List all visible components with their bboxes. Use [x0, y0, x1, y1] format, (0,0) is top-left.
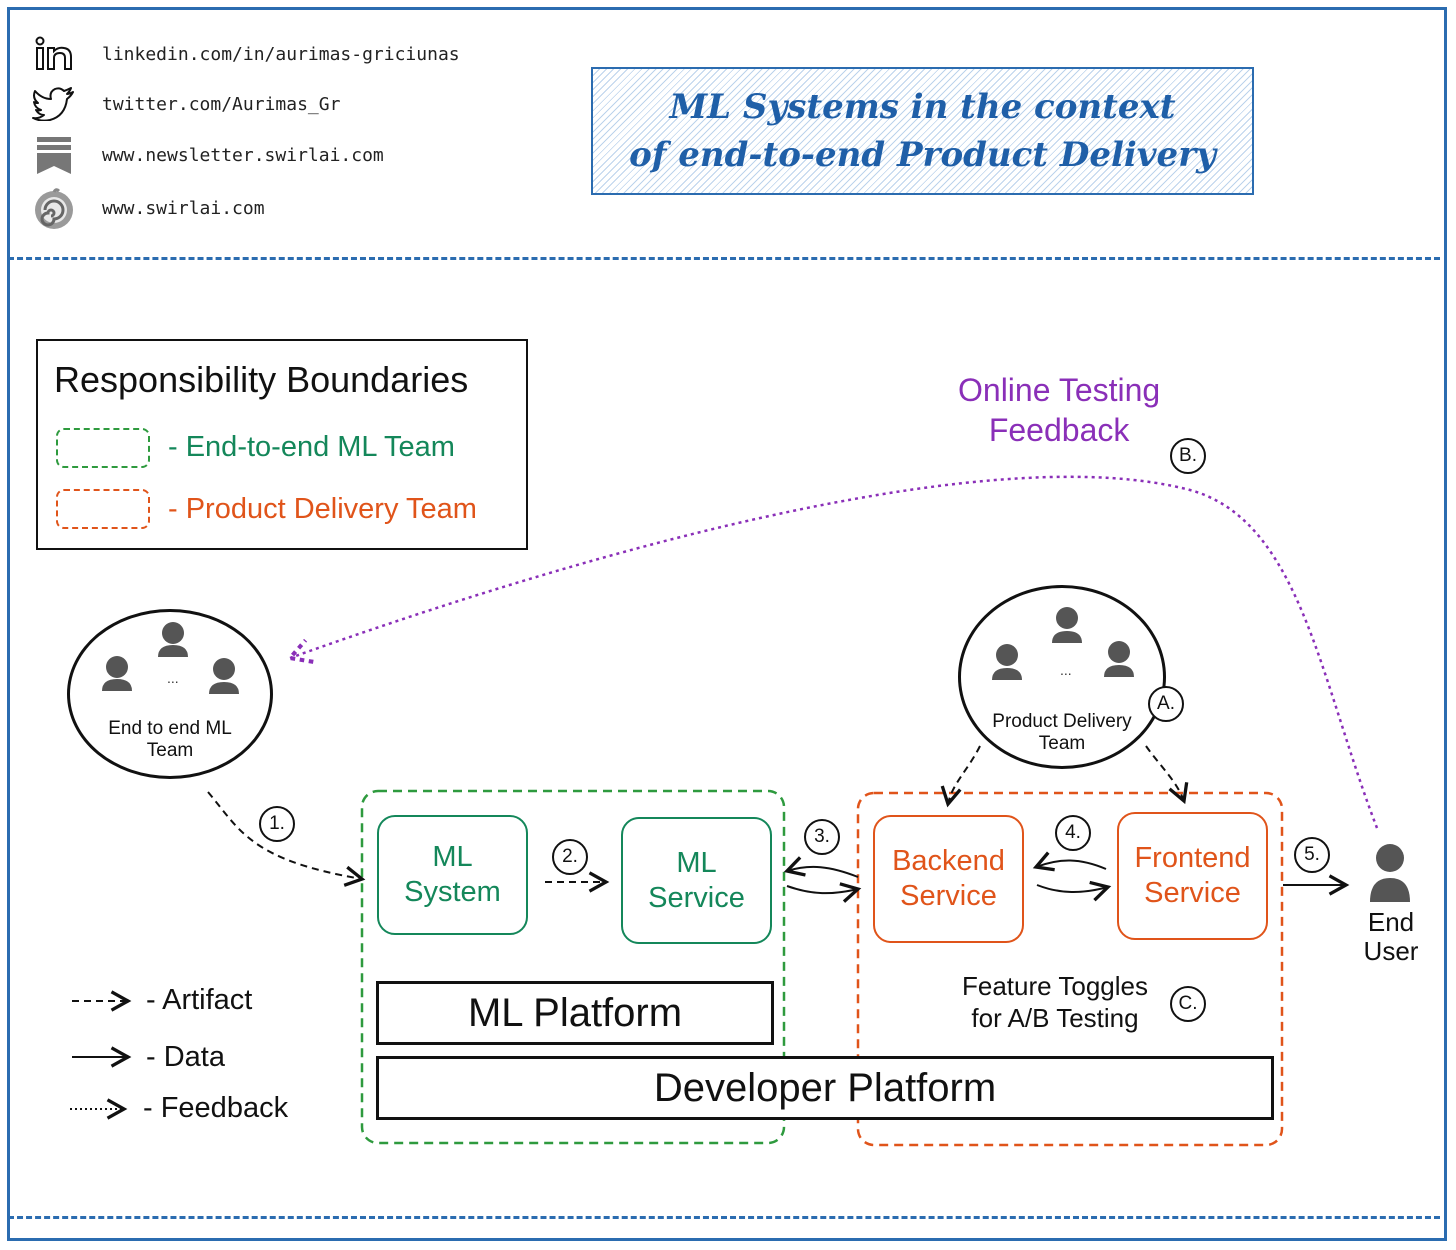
- person-icon: [992, 644, 1022, 680]
- responsibility-legend: Responsibility Boundaries - End-to-end M…: [36, 339, 528, 550]
- end-user-icon: [1370, 844, 1410, 902]
- newsletter-row[interactable]: www.newsletter.swirlai.com: [30, 135, 384, 175]
- marker-1: 1.: [259, 806, 295, 842]
- swirl-logo-icon: [30, 188, 78, 229]
- person-icon: [102, 656, 132, 691]
- ml-team-circle: ... End to end ML Team: [67, 609, 273, 779]
- linkedin-icon: [30, 34, 78, 74]
- marker-a: A.: [1148, 686, 1184, 722]
- ml-team-boundary: [360, 789, 786, 1145]
- backend-service-box: Backend Service: [873, 815, 1024, 943]
- ml-team-name: End to end ML Team: [108, 718, 232, 761]
- artifact-arrow-1: [207, 791, 366, 887]
- online-feedback-label: Online Testing Feedback: [958, 372, 1161, 448]
- legend-product-team: - Product Delivery Team: [168, 493, 477, 525]
- twitter-link[interactable]: twitter.com/Aurimas_Gr: [102, 93, 341, 115]
- twitter-row[interactable]: twitter.com/Aurimas_Gr: [30, 84, 340, 124]
- title-line-2: of end-to-end Product Delivery: [629, 135, 1216, 175]
- legend-ml-team: - End-to-end ML Team: [168, 431, 455, 463]
- ml-platform: ML Platform: [376, 981, 774, 1045]
- artifact-arrow-a-frontend: [1145, 745, 1189, 805]
- header-divider: [8, 257, 1440, 260]
- marker-2: 2.: [552, 839, 588, 875]
- linkedin-link[interactable]: linkedin.com/in/aurimas-griciunas: [102, 43, 460, 65]
- legend-title: Responsibility Boundaries: [54, 359, 469, 400]
- artifact-arrow-a-backend: [940, 745, 981, 808]
- feature-toggles-label: Feature Toggles for A/B Testing: [962, 971, 1148, 1033]
- website-link[interactable]: www.swirlai.com: [102, 197, 265, 219]
- online-feedback-arrow: [290, 475, 1379, 829]
- data-arrow-3b: [786, 882, 862, 903]
- data-arrow-3a: [783, 856, 859, 878]
- twitter-icon: [30, 84, 78, 124]
- ml-system-box: ML System: [377, 815, 528, 935]
- frontend-service-box: Frontend Service: [1117, 812, 1268, 940]
- data-arrow-4b: [1036, 880, 1112, 902]
- product-team-name: Product Delivery Team: [992, 711, 1132, 754]
- person-icon: [158, 622, 188, 657]
- person-icon: [1104, 641, 1134, 677]
- developer-platform: Developer Platform: [376, 1056, 1274, 1120]
- marker-b: B.: [1170, 438, 1206, 474]
- end-user-label: End User: [1363, 907, 1419, 966]
- product-team-ellipsis: ...: [1060, 662, 1072, 678]
- website-row[interactable]: www.swirlai.com: [30, 188, 265, 229]
- ml-team-ellipsis: ...: [167, 670, 179, 686]
- ml-service-box: ML Service: [621, 817, 772, 944]
- page-frame: [7, 7, 1447, 1241]
- linkedin-row[interactable]: linkedin.com/in/aurimas-griciunas: [30, 34, 460, 74]
- footer-divider: [8, 1216, 1440, 1219]
- bookmark-icon: [30, 135, 78, 175]
- marker-5: 5.: [1294, 837, 1330, 873]
- newsletter-link[interactable]: www.newsletter.swirlai.com: [102, 144, 384, 166]
- marker-3: 3.: [804, 819, 840, 855]
- legend-swatch-product-team: [56, 489, 150, 529]
- legend-swatch-ml-team: [56, 428, 150, 468]
- key-artifact-label: - Artifact: [146, 984, 253, 1016]
- person-icon: [209, 658, 239, 694]
- data-arrow-4a: [1032, 851, 1107, 872]
- marker-4: 4.: [1055, 815, 1091, 851]
- key-data-label: - Data: [146, 1041, 225, 1073]
- product-team-boundary: [856, 791, 1284, 1147]
- person-icon: [1052, 607, 1082, 643]
- diagram-title: ML Systems in the context of end-to-end …: [591, 67, 1254, 195]
- product-team-circle: ... Product Delivery Team: [958, 585, 1166, 769]
- key-feedback-label: - Feedback: [143, 1092, 289, 1124]
- marker-c: C.: [1170, 986, 1206, 1022]
- title-line-1: ML Systems in the context: [669, 87, 1176, 127]
